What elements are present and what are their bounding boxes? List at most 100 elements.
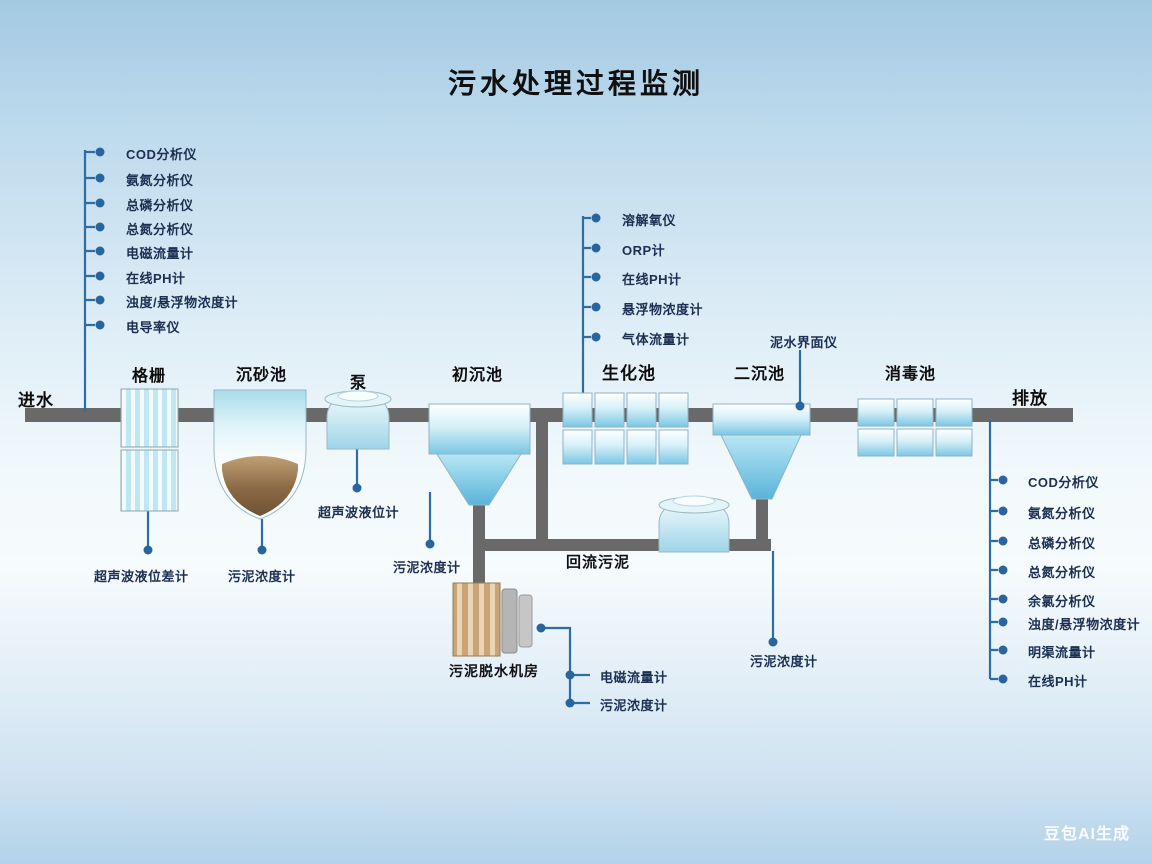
sensor-dot <box>257 545 267 555</box>
sensor-label-influent-1: 氨氮分析仪 <box>126 173 194 188</box>
disinfection-cell <box>896 398 934 427</box>
sensor-label-dewatering-0: 电磁流量计 <box>600 670 668 685</box>
sensor-label-effluent-3: 总氮分析仪 <box>1028 565 1096 580</box>
sensor-dot <box>565 698 575 708</box>
dewatering-sensor-line <box>537 626 590 705</box>
sensor-dot <box>998 674 1008 684</box>
sensor-dot <box>998 506 1008 516</box>
disinfection-tank-shape <box>857 398 973 457</box>
bio-cell <box>658 429 689 465</box>
sensor-label-influent-5: 在线PH计 <box>126 271 186 286</box>
sensor-label-influent-7: 电导率仪 <box>126 320 181 335</box>
disinfection-cell <box>935 398 973 427</box>
sensor-dot <box>95 246 105 256</box>
bio-cell <box>626 392 657 428</box>
sensor-label-effluent-0: COD分析仪 <box>1028 475 1099 490</box>
bio-sensor-stubs <box>583 216 591 339</box>
sensor-dot <box>95 173 105 183</box>
sensor-label-dewatering-1: 污泥浓度计 <box>600 698 668 713</box>
sensor-dot <box>425 539 435 549</box>
sensor-label-effluent-1: 氨氮分析仪 <box>1028 506 1096 521</box>
sensor-label-effluent-6: 明渠流量计 <box>1028 645 1096 660</box>
sensor-dot <box>565 670 575 680</box>
unit-label-disinfection-tank: 消毒池 <box>885 366 937 383</box>
pump-lid-inner <box>337 390 379 402</box>
sensor-lines <box>83 150 998 705</box>
bio-cell <box>562 392 593 428</box>
sensor-label-effluent-5: 浊度/悬浮物浓度计 <box>1028 617 1141 632</box>
sensor-dot <box>95 271 105 281</box>
sensor-label-influent-2: 总磷分析仪 <box>126 198 194 213</box>
sensor-dot <box>998 617 1008 627</box>
unit-label-primary-tank: 初沉池 <box>452 367 504 384</box>
sensor-dot <box>536 623 546 633</box>
sensor-dot <box>998 565 1008 575</box>
dewatering-building <box>452 582 501 657</box>
unit-label-secondary-tank: 二沉池 <box>734 366 786 383</box>
sensor-label-bio-0: 溶解氧仪 <box>622 213 677 228</box>
disinfection-cell <box>857 398 895 427</box>
unit-label-grit-chamber: 沉砂池 <box>236 367 288 384</box>
sensor-label-influent-3: 总氮分析仪 <box>126 222 194 237</box>
sensor-label-bio-4: 气体流量计 <box>622 332 690 347</box>
inlet-label: 进水 <box>18 391 54 410</box>
grid-screen-lower <box>120 449 179 512</box>
sensor-label-grit-bottom: 污泥浓度计 <box>228 569 296 584</box>
secondary-drain-pipe <box>756 497 768 546</box>
influent-sensor-stubs <box>85 150 95 327</box>
bio-cell <box>562 429 593 465</box>
sensor-dot <box>591 272 601 282</box>
unit-label-pump: 泵 <box>350 375 368 392</box>
sensor-dot <box>591 243 601 253</box>
sensor-label-influent-0: COD分析仪 <box>126 147 197 162</box>
disinfection-cell <box>935 428 973 457</box>
disinfection-cell <box>896 428 934 457</box>
ai-watermark: 豆包AI生成 <box>1044 826 1131 843</box>
unit-label-bio-tank: 生化池 <box>602 364 656 383</box>
sensor-dot <box>591 332 601 342</box>
secondary-tank-shape <box>712 403 811 436</box>
bio-cell <box>594 392 625 428</box>
sensor-dot <box>998 475 1008 485</box>
sensor-dot <box>795 401 805 411</box>
primary-funnel <box>436 453 522 506</box>
sensor-label-effluent-7: 在线PH计 <box>1028 674 1088 689</box>
sensor-label-effluent-2: 总磷分析仪 <box>1028 536 1096 551</box>
sensor-label-bio-1: ORP计 <box>622 243 666 258</box>
effluent-sensor-stubs <box>990 478 998 681</box>
sensor-label-bio-2: 在线PH计 <box>622 272 682 287</box>
sensor-label-mud-water-interface: 泥水界面仪 <box>770 335 838 350</box>
sensor-label-bio-3: 悬浮物浓度计 <box>622 302 704 317</box>
sensor-dot <box>998 536 1008 546</box>
return-sludge-label: 回流污泥 <box>566 555 631 571</box>
grit-sediment <box>222 456 298 516</box>
dewatering-room-label: 污泥脱水机房 <box>449 665 539 680</box>
sensor-dot <box>143 545 153 555</box>
primary-tank-shape <box>428 403 531 455</box>
dewatering-equipment <box>501 588 518 654</box>
bio-cell <box>626 429 657 465</box>
disinfection-cell <box>857 428 895 457</box>
sensor-dot <box>95 222 105 232</box>
dewatering-equipment <box>518 594 533 648</box>
sensor-dot <box>95 320 105 330</box>
sensor-label-return-line: 污泥浓度计 <box>750 654 818 669</box>
sensor-dot <box>95 198 105 208</box>
page-title: 污水处理过程监测 <box>447 69 704 100</box>
bio-cell <box>594 429 625 465</box>
sensor-dot <box>998 645 1008 655</box>
sensor-dot <box>768 637 778 647</box>
primary-drain-pipe <box>473 503 485 589</box>
sensor-dot <box>352 483 362 493</box>
sensor-dot <box>998 594 1008 604</box>
sensor-label-primary-bottom: 污泥浓度计 <box>393 560 461 575</box>
sensor-label-influent-4: 电磁流量计 <box>126 246 194 261</box>
secondary-funnel <box>720 434 802 500</box>
interconnect-pipe <box>536 421 548 546</box>
bio-cell <box>658 392 689 428</box>
sensor-dot <box>591 213 601 223</box>
sensor-label-grid-bottom: 超声波液位差计 <box>94 569 189 584</box>
sensor-dot <box>95 147 105 157</box>
sensor-dots <box>95 147 1008 708</box>
